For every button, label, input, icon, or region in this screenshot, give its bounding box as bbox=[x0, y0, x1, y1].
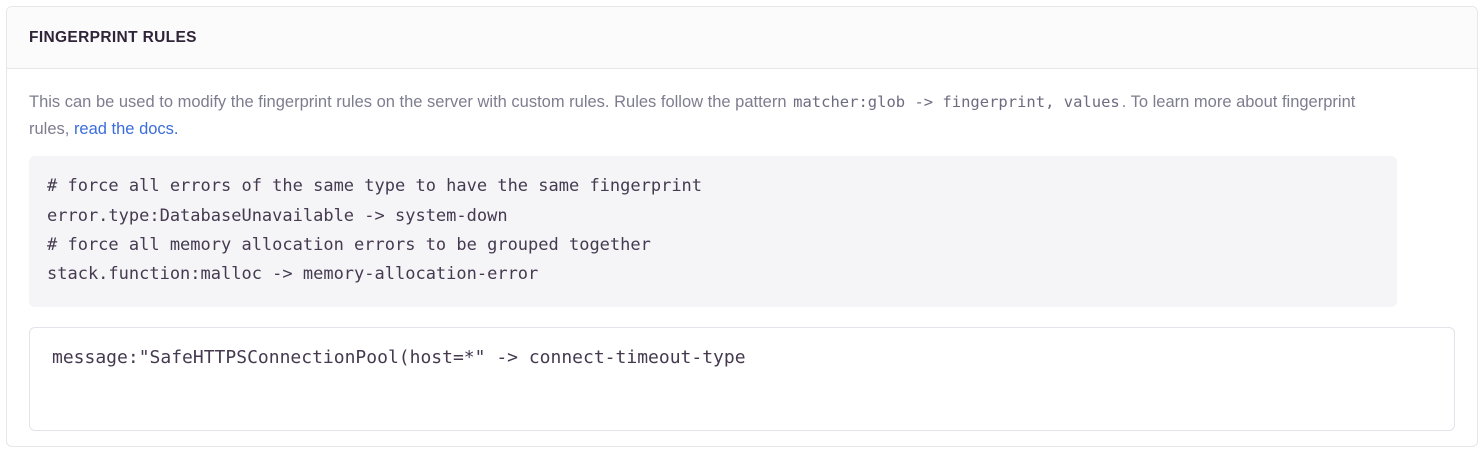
inline-code-pattern: matcher:glob -> fingerprint, values bbox=[793, 93, 1120, 111]
panel-header: FINGERPRINT RULES bbox=[7, 7, 1477, 69]
fingerprint-rules-input[interactable] bbox=[29, 327, 1455, 432]
example-rules-code-block: # force all errors of the same type to h… bbox=[29, 156, 1397, 308]
fingerprint-rules-panel: FINGERPRINT RULES This can be used to mo… bbox=[6, 6, 1478, 447]
page-title: FINGERPRINT RULES bbox=[29, 28, 197, 46]
description-text-after: . To learn more about fingerprint rules, bbox=[29, 93, 1356, 138]
description-text-before: This can be used to modify the fingerpri… bbox=[29, 93, 792, 111]
read-the-docs-link[interactable]: read the docs. bbox=[73, 119, 179, 138]
description-text: This can be used to modify the fingerpri… bbox=[29, 89, 1381, 142]
panel-body: This can be used to modify the fingerpri… bbox=[7, 69, 1477, 432]
